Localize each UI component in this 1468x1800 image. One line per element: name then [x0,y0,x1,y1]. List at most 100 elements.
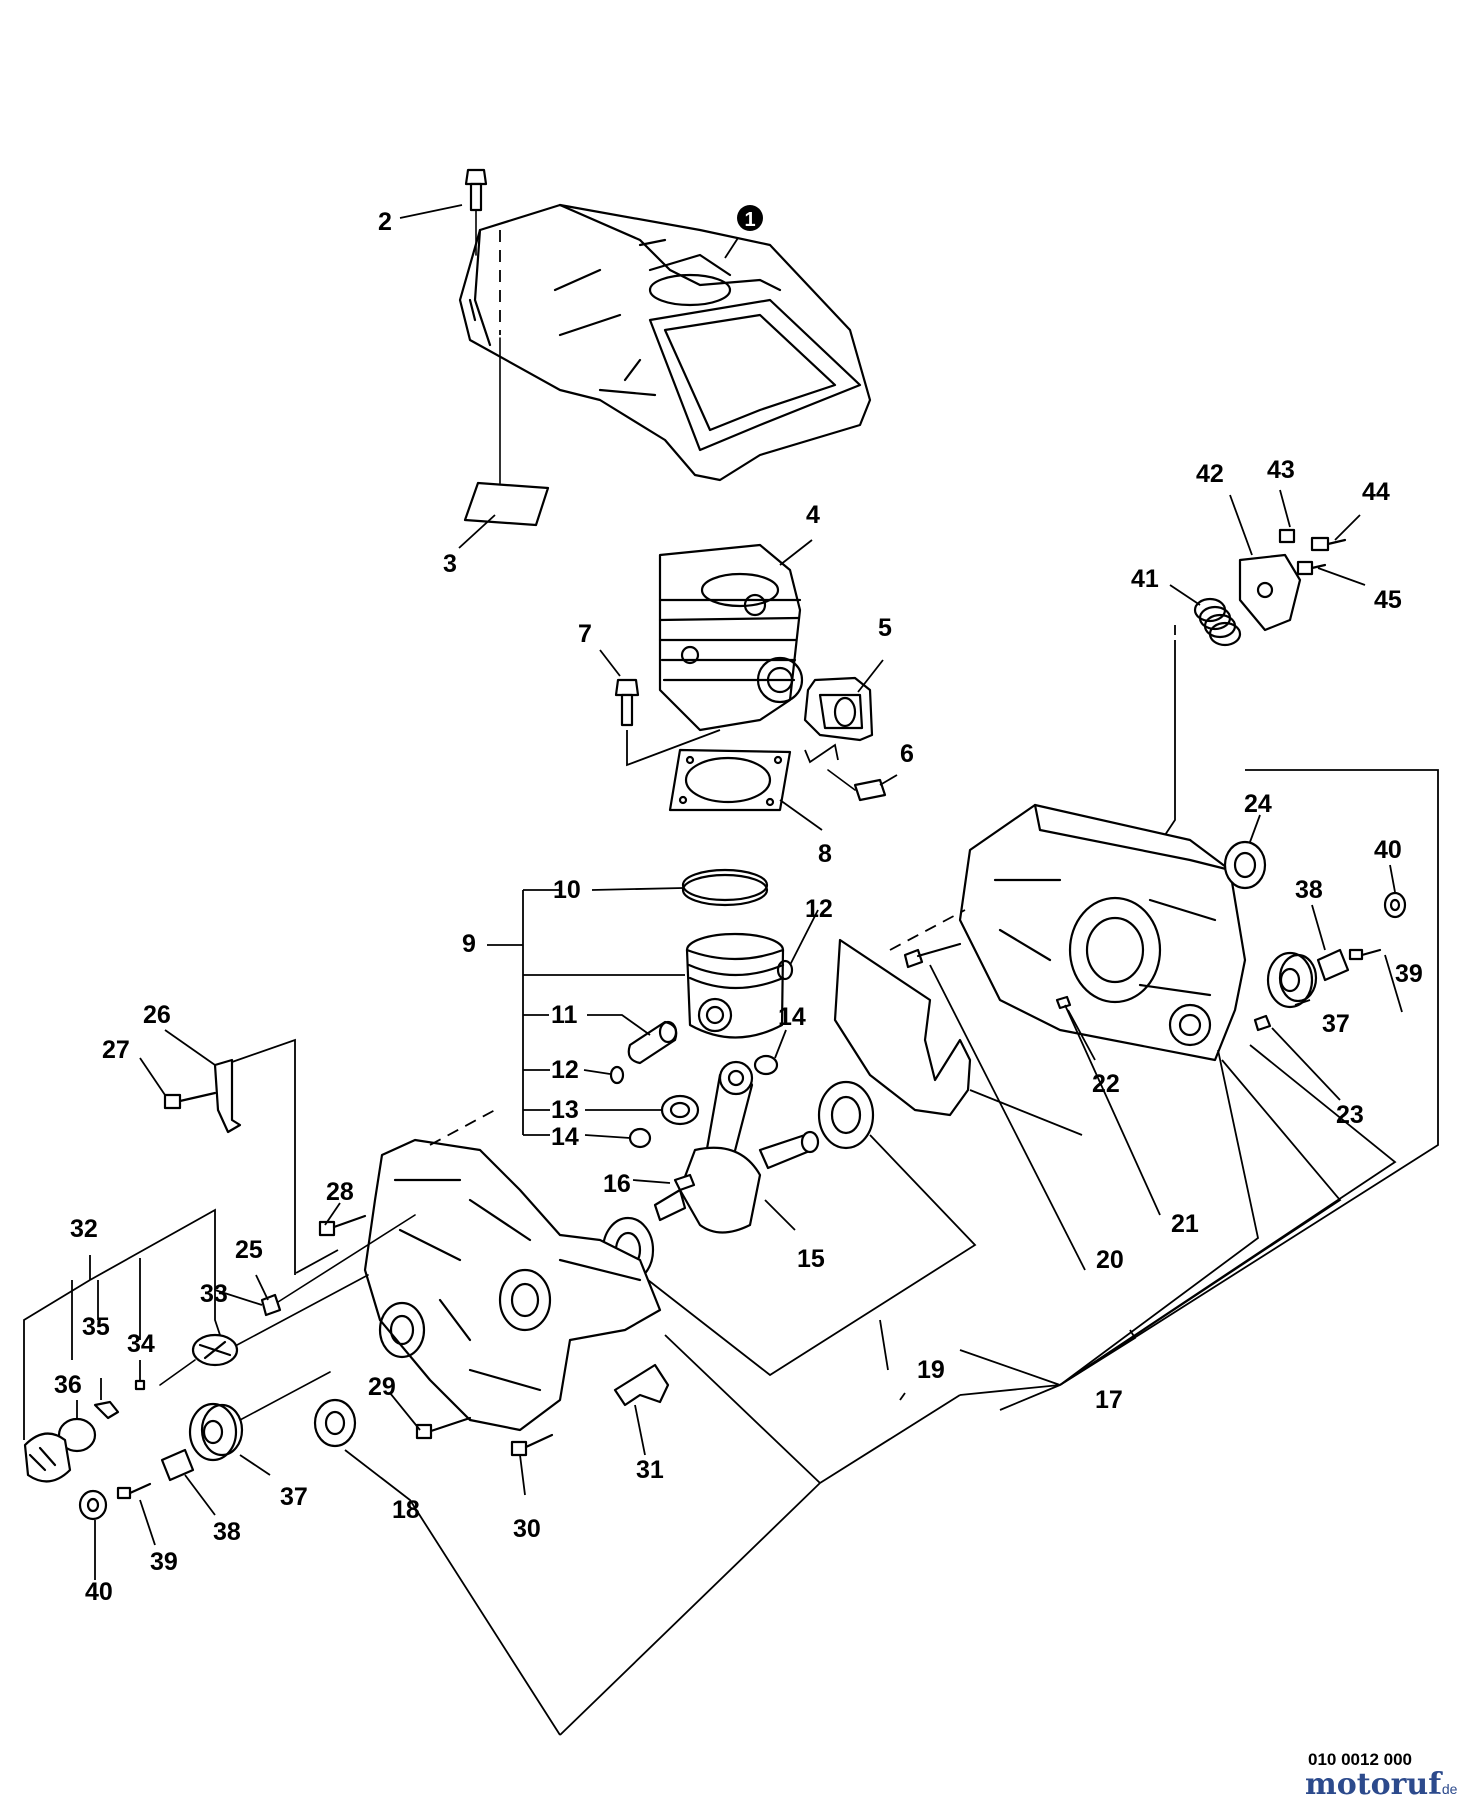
part-label-17: 17 [1095,1386,1123,1414]
part-label-41: 41 [1131,565,1159,593]
part-label-9: 9 [462,930,476,958]
piston-part-11 [685,932,785,1039]
part-label-13: 13 [551,1096,579,1124]
bracket-part-31 [613,1363,670,1407]
sleeve-part-38-left [160,1448,195,1482]
part-label-3: 3 [443,550,457,578]
part-label-26: 26 [143,1001,171,1029]
part-label-2: 2 [378,208,392,236]
bolt-part-29 [415,1416,472,1440]
part-label-34: 34 [127,1330,155,1358]
screw-part-45 [1296,560,1327,576]
screw-part-43 [1278,528,1296,544]
part-number-labels: 1 2 3 4 5 6 7 8 9 10 11 12 12 13 14 14 1… [54,205,1423,1606]
part-label-22: 22 [1092,1070,1120,1098]
screw-part-44 [1310,536,1347,552]
part-label-29: 29 [368,1373,396,1401]
washer-part-14b [628,1127,652,1149]
screw-part-34 [134,1379,146,1391]
part-label-15: 15 [797,1245,825,1273]
brand-watermark: motoruf [1305,1767,1443,1800]
oil-seal-part-24 [1223,840,1267,890]
part-label-12b: 12 [551,1056,579,1084]
part-label-7: 7 [578,620,592,648]
part-label-40-right: 40 [1374,836,1402,864]
cylinder-drawing [658,543,804,732]
clip-part-12a [776,959,794,981]
part-label-14b: 14 [551,1123,579,1151]
clip-part-12b [609,1065,625,1085]
part-label-31: 31 [636,1456,664,1484]
part-label-40-left: 40 [85,1578,113,1606]
plate-part-3 [463,337,550,527]
part-label-39-right: 39 [1395,960,1423,988]
part-label-1: 1 [744,209,755,231]
part-label-30: 30 [513,1515,541,1543]
part-label-28: 28 [326,1178,354,1206]
part-label-45: 45 [1374,586,1402,614]
leader-lines [23,204,1439,1736]
intake-part-5 [803,676,874,742]
part-label-27: 27 [102,1036,130,1064]
piston-ring-part-10 [681,868,769,907]
part-label-20: 20 [1096,1246,1124,1274]
gasket-part-8 [668,748,792,812]
bracket-part-26 [213,1038,296,1275]
part-label-42: 42 [1196,460,1224,488]
part-label-14a: 14 [778,1003,806,1031]
part-label-5: 5 [878,614,892,642]
crankshaft-part-15 [653,1060,820,1234]
pump-part-37-right [1266,951,1318,1009]
drawing-code: 010 0012 000 [1308,1750,1412,1769]
brand-suffix: .de [1438,1781,1458,1797]
part-label-18: 18 [392,1496,420,1524]
screw-part-39-left [116,1482,152,1500]
part-label-8: 8 [818,840,832,868]
crankcase-left-half [363,1109,662,1432]
part-label-21: 21 [1171,1210,1199,1238]
bolt-part-21 [903,942,962,969]
pump-part-37-left [188,1371,331,1462]
pin-part-22 [1055,995,1072,1010]
part-label-36: 36 [54,1371,82,1399]
part-label-25: 25 [235,1236,263,1264]
bolt-part-7 [614,678,721,767]
screw-part-27 [163,1091,217,1110]
part-label-4: 4 [806,501,820,529]
part-label-6: 6 [900,740,914,768]
screw-part-6 [804,743,887,802]
part-label-44: 44 [1362,478,1390,506]
strainer-part-33 [159,1274,369,1386]
piston-pin-part-11 [627,1020,678,1065]
cap-part-40-left [78,1489,108,1521]
crankcase-right-half [889,803,1247,1062]
clip-part-35 [93,1400,120,1420]
sleeve-part-38-right [1316,948,1350,982]
bolt-part-28 [318,1214,367,1237]
pin-part-23 [1253,1014,1272,1032]
part-label-10: 10 [553,876,581,904]
tank-cap-part-32 [23,1432,72,1483]
bolt-part-2 [464,168,488,256]
part-label-24: 24 [1244,790,1272,818]
part-label-11: 11 [551,1001,578,1029]
cap-part-40-right [1383,891,1407,919]
part-label-16: 16 [603,1170,631,1198]
part-label-38-right: 38 [1295,876,1323,904]
part-label-35: 35 [82,1313,110,1341]
top-cover-drawing [458,203,872,482]
pin-part-25 [260,1214,416,1317]
part-label-38-left: 38 [213,1518,241,1546]
part-label-43: 43 [1267,456,1295,484]
needle-bearing-part-13 [660,1094,700,1126]
part-label-23: 23 [1336,1101,1364,1129]
part-1-badge: 1 [737,205,763,231]
key-part-16 [673,1173,696,1192]
washer-part-14a [753,1054,779,1076]
part-label-12a: 12 [805,895,833,923]
part-label-39-left: 39 [150,1548,178,1576]
bearing-part-19a [817,1080,875,1150]
part-label-37-right: 37 [1322,1010,1350,1038]
